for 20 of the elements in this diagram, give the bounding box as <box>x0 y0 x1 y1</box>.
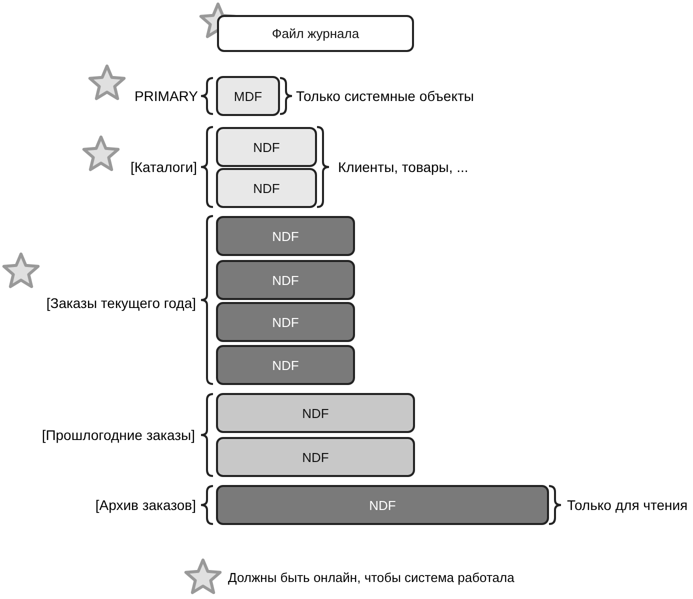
file-box: MDF <box>216 76 280 116</box>
group-label: PRIMARY <box>134 87 198 105</box>
file-box: Файл журнала <box>217 15 414 52</box>
file-box: NDF <box>216 168 317 208</box>
file-box: NDF <box>216 485 549 525</box>
group-label: [Каталоги] <box>130 158 197 176</box>
file-box: NDF <box>216 127 317 167</box>
file-box: NDF <box>216 393 415 433</box>
file-box: NDF <box>216 345 355 385</box>
note-text: Только системные объекты <box>296 87 474 105</box>
file-box: NDF <box>216 437 415 477</box>
note-text: Только для чтения <box>567 496 688 514</box>
file-box: NDF <box>216 260 355 300</box>
file-box: NDF <box>216 302 355 342</box>
file-box: NDF <box>216 216 355 256</box>
group-label: [Заказы текущего года] <box>46 294 196 312</box>
note-text: Клиенты, товары, ... <box>338 158 468 176</box>
group-label: [Прошлогодние заказы] <box>42 426 195 444</box>
group-label: [Архив заказов] <box>95 496 196 514</box>
legend-text: Должны быть онлайн, чтобы система работала <box>228 569 514 587</box>
